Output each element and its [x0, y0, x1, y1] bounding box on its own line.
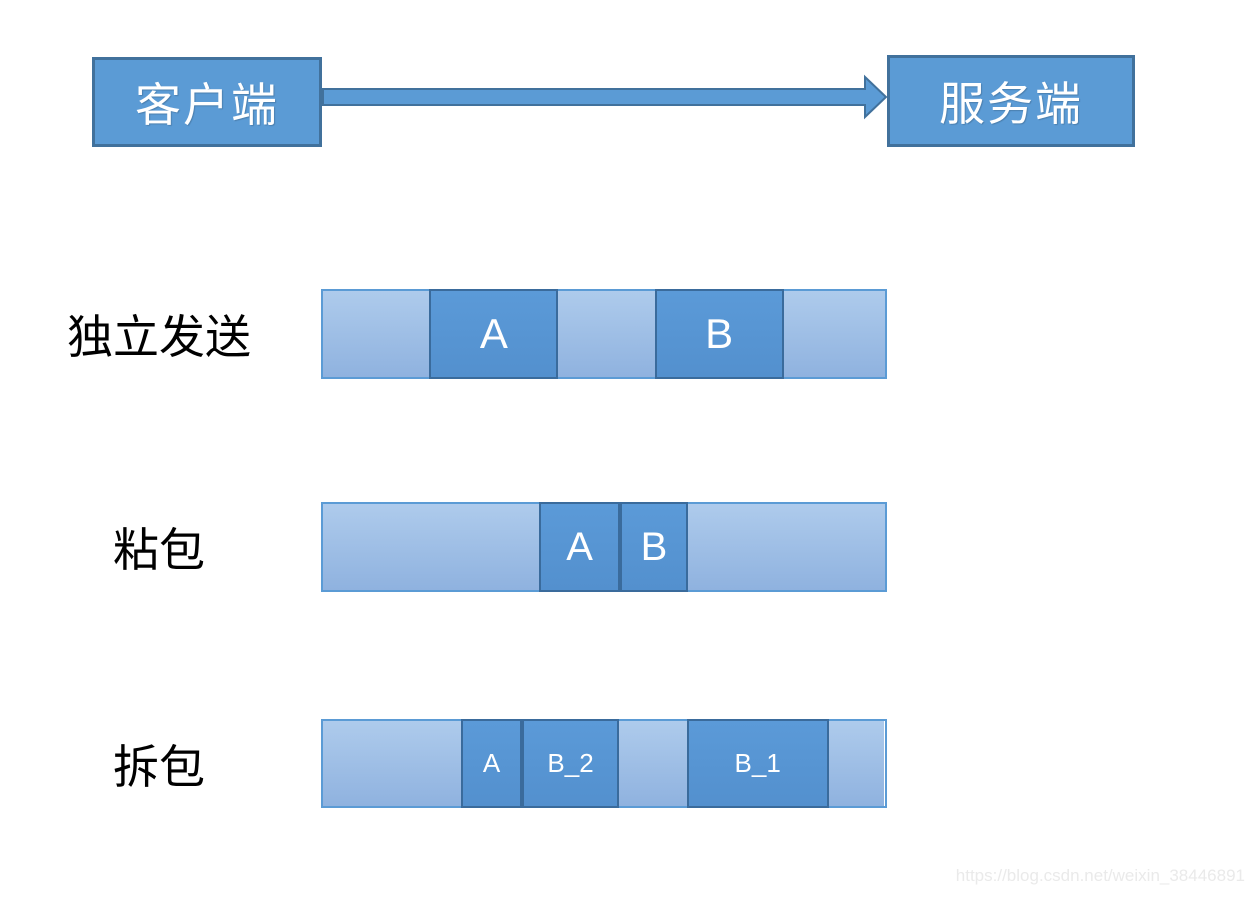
buffer-segment — [323, 291, 430, 377]
buffer-segment — [828, 721, 885, 806]
server-node: 服务端 — [887, 55, 1135, 147]
packet-label: B — [640, 524, 668, 569]
packet-label: A — [479, 310, 508, 357]
packet-label: B — [705, 310, 734, 357]
row-label: 拆包 — [113, 741, 205, 793]
buffer-segment — [323, 504, 540, 590]
packet-segment-b-2: B_2 — [521, 719, 620, 808]
packet-label: B_1 — [734, 748, 781, 778]
packet-segment-b-1: B_1 — [686, 719, 829, 808]
buffer-segment — [323, 721, 462, 806]
client-node-label: 客户端 — [135, 80, 279, 131]
row-label: 独立发送 — [67, 312, 251, 363]
server-node-label: 服务端 — [939, 79, 1083, 130]
packet-segment-a: A — [461, 719, 522, 808]
buffer-segment — [688, 504, 885, 590]
client-to-server-arrow-icon — [322, 74, 888, 120]
packet-segment-a: A — [539, 502, 620, 592]
packet-segment-b: B — [654, 289, 784, 379]
packet-segment-a: A — [429, 289, 559, 379]
buffer-bar: A B_2 B_1 — [321, 719, 887, 808]
packet-segment-b: B — [619, 502, 689, 592]
buffer-segment — [619, 721, 687, 806]
buffer-segment — [783, 291, 885, 377]
row-label: 粘包 — [113, 525, 205, 576]
watermark: https://blog.csdn.net/weixin_38446891 — [955, 866, 1245, 885]
packet-label: A — [566, 524, 593, 569]
packet-label: B_2 — [547, 748, 594, 778]
client-node: 客户端 — [92, 57, 322, 147]
packet-label: A — [482, 748, 501, 778]
buffer-row: 拆包 A B_2 B_1 — [0, 719, 1252, 808]
buffer-segment — [558, 291, 655, 377]
